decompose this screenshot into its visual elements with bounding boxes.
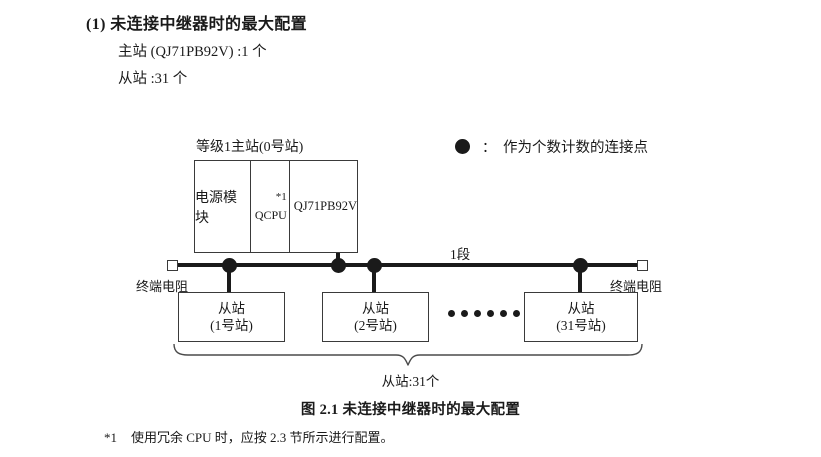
legend-separator: ： bbox=[482, 140, 496, 156]
module-qcpu: QCPU *1 bbox=[251, 161, 290, 252]
module-power-supply: 电源模块 bbox=[195, 161, 251, 252]
brace-icon bbox=[173, 343, 643, 366]
legend: ： 作为个数计数的连接点 bbox=[455, 136, 648, 157]
section-line-slave: 从站 :31 个 bbox=[118, 71, 188, 87]
brace-label: 从站:31个 bbox=[381, 374, 440, 389]
footnote: *1 使用冗余 CPU 时，应按 2.3 节所示进行配置。 bbox=[104, 427, 394, 446]
slave-station-box-31: 从站 (31号站) bbox=[524, 292, 638, 342]
slave-station-number: (31号站) bbox=[556, 318, 606, 333]
fieldbus-trunk-line bbox=[176, 263, 642, 267]
master-station-box: 电源模块 QCPU *1 QJ71 PB92V bbox=[194, 160, 358, 253]
terminator-left-icon bbox=[167, 260, 178, 271]
footnote-mark: *1 bbox=[104, 430, 117, 445]
drop-cable-slave1 bbox=[227, 265, 231, 293]
module-qj71pb92v-label-line1: QJ71 bbox=[293, 199, 321, 213]
module-qj71pb92v-label-line2: PB92V bbox=[320, 199, 357, 213]
slave-station-title: 从站 bbox=[362, 301, 389, 316]
ellipsis-dots-icon bbox=[448, 310, 520, 317]
legend-label: 作为个数计数的连接点 bbox=[503, 140, 648, 156]
slave-station-box-1: 从站 (1号站) bbox=[178, 292, 285, 342]
module-qcpu-label: QCPU bbox=[254, 208, 287, 222]
slave-station-box-2: 从站 (2号站) bbox=[322, 292, 429, 342]
master-station-label: 等级1主站(0号站) bbox=[196, 140, 304, 155]
connection-node-master bbox=[331, 258, 346, 273]
terminator-right-icon bbox=[637, 260, 648, 271]
module-qj71pb92v: QJ71 PB92V bbox=[290, 161, 357, 252]
footnote-marker-icon: *1 bbox=[275, 191, 287, 203]
drop-cable-slave2 bbox=[372, 265, 376, 293]
slave-station-title: 从站 bbox=[218, 301, 245, 316]
section-line-master: 主站 (QJ71PB92V) :1 个 bbox=[118, 44, 267, 60]
drop-cable-slave31 bbox=[578, 265, 582, 293]
terminator-left-label: 终端电阻 bbox=[136, 279, 189, 294]
module-power-supply-label: 电源模块 bbox=[195, 190, 237, 226]
figure-caption: 图 2.1 未连接中继器时的最大配置 bbox=[300, 402, 521, 418]
slave-count-brace bbox=[172, 343, 644, 368]
slave-station-title: 从站 bbox=[567, 301, 595, 316]
section-heading: (1) 未连接中继器时的最大配置 bbox=[86, 16, 308, 33]
slave-station-number: (1号站) bbox=[210, 318, 253, 333]
terminator-right-label: 终端电阻 bbox=[610, 279, 663, 294]
footnote-text: 使用冗余 CPU 时，应按 2.3 节所示进行配置。 bbox=[131, 430, 394, 445]
slave-station-number: (2号站) bbox=[354, 318, 397, 333]
filled-circle-icon bbox=[455, 139, 470, 154]
segment-label: 1段 bbox=[450, 247, 471, 262]
